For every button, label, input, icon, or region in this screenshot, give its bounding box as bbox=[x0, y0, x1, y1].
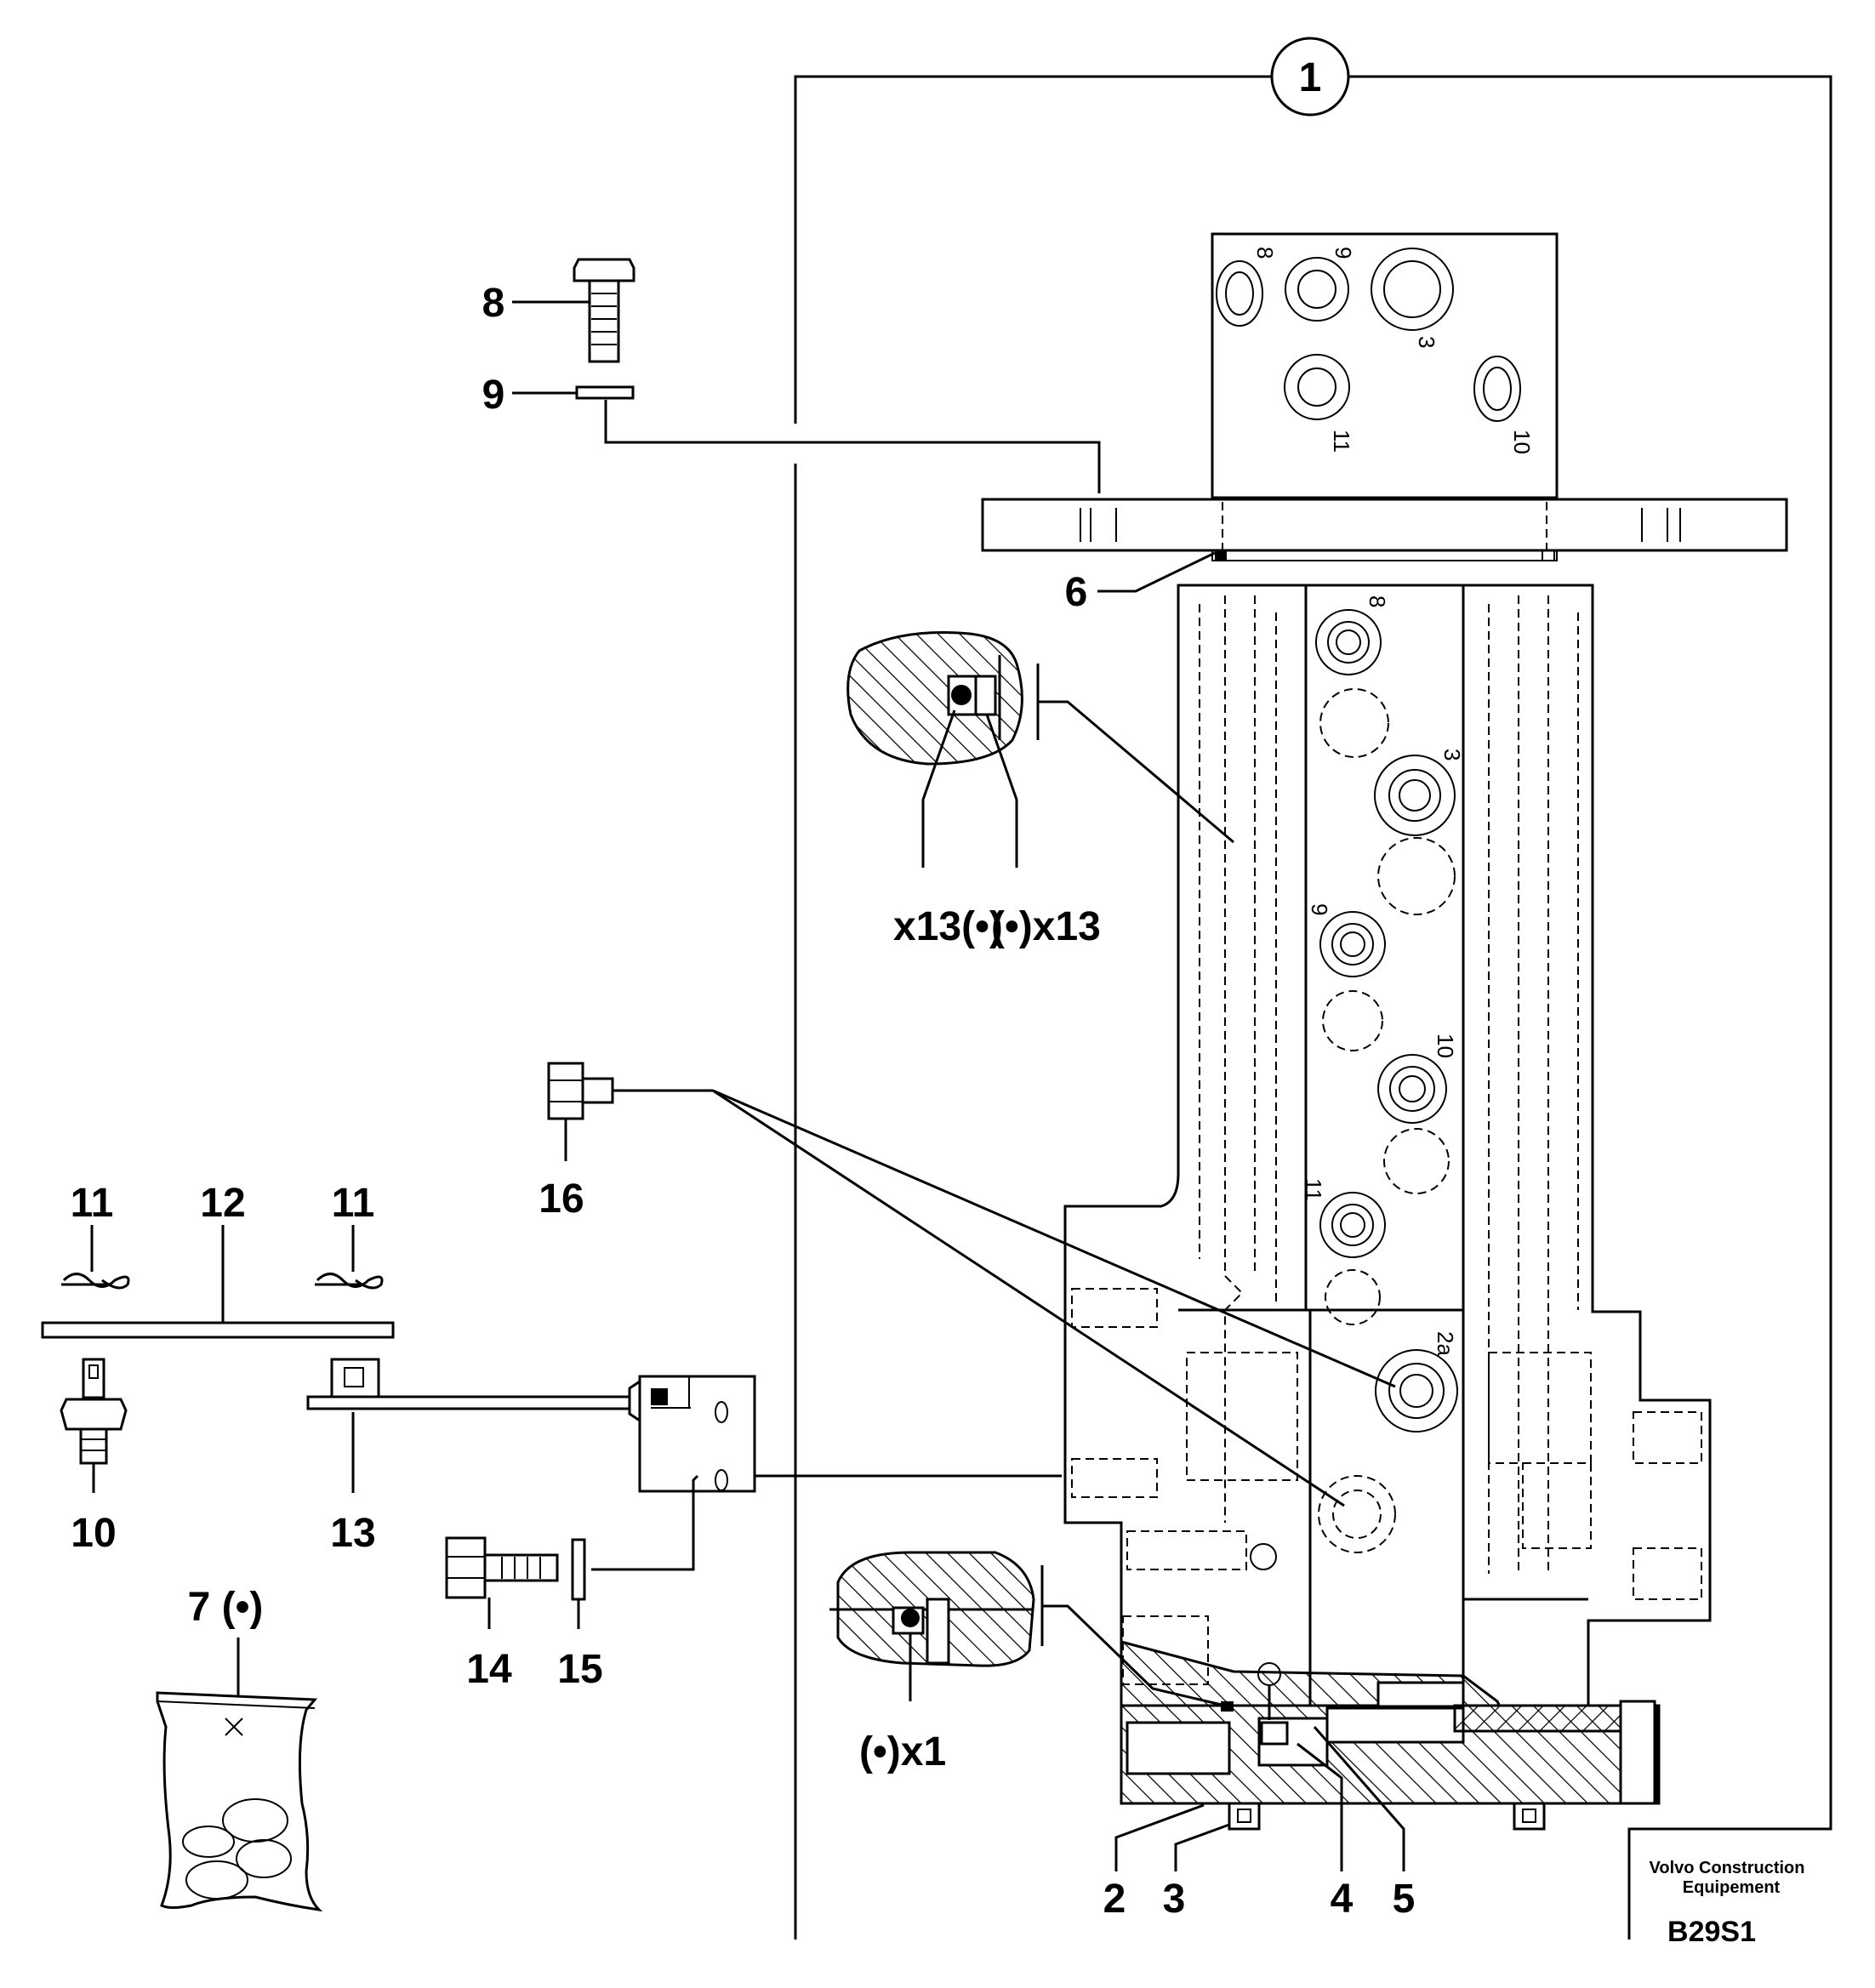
side-port-3: 3 bbox=[1439, 749, 1465, 760]
washer-9: 9 bbox=[482, 373, 1101, 493]
screw-14: 14 bbox=[445, 1536, 559, 1692]
group-number-circle bbox=[1270, 37, 1350, 117]
seal-callout-x1: (•)x1 bbox=[859, 1729, 946, 1774]
sensor-strip-12: 12 bbox=[41, 1181, 395, 1339]
callout-11-right: 11 bbox=[332, 1181, 375, 1226]
port-mark-10: 10 bbox=[1509, 430, 1535, 454]
port-mark-3: 3 bbox=[1414, 336, 1439, 348]
callout-2: 2 bbox=[1103, 1877, 1126, 1922]
sensor-10: 10 bbox=[60, 1358, 128, 1556]
valve-body: 8 3 9 10 11 2a bbox=[1063, 584, 1712, 1803]
seal-kit-bag-7: 7 (•) bbox=[156, 1585, 323, 1912]
group-frame: 1 bbox=[794, 37, 1832, 1940]
bolt-8: 8 bbox=[482, 258, 635, 363]
sensor-13: 13 bbox=[306, 1358, 1062, 1571]
bottom-callouts: 2 3 4 5 bbox=[1103, 1726, 1416, 1922]
side-port-10: 10 bbox=[1433, 1034, 1458, 1058]
washer-15: 15 bbox=[557, 1538, 603, 1692]
callout-7: 7 (•) bbox=[188, 1585, 264, 1630]
maker-line-2: Equipement bbox=[1683, 1878, 1781, 1897]
callout-12: 12 bbox=[200, 1181, 245, 1226]
side-port-11: 11 bbox=[1301, 1178, 1326, 1201]
callout-16: 16 bbox=[539, 1176, 584, 1222]
callout-5: 5 bbox=[1393, 1877, 1416, 1922]
clip-11-left: 11 bbox=[61, 1181, 130, 1290]
seal-ring-6: 6 bbox=[1065, 551, 1216, 615]
cover-block: 8 9 3 11 10 bbox=[1211, 232, 1559, 499]
side-port-9: 9 bbox=[1307, 903, 1332, 915]
callout-14: 14 bbox=[466, 1647, 512, 1692]
group-number: 1 bbox=[1299, 55, 1322, 100]
seal-callout-x13-right: (•)x13 bbox=[991, 904, 1101, 949]
port-mark-8: 8 bbox=[1252, 247, 1278, 259]
seal-callout-x13-left: x13(•) bbox=[893, 904, 1003, 949]
callout-9: 9 bbox=[482, 373, 505, 418]
callout-10: 10 bbox=[71, 1511, 116, 1556]
port-mark-9: 9 bbox=[1331, 247, 1356, 259]
callout-3: 3 bbox=[1163, 1877, 1186, 1922]
seal-detail-lower: (•)x1 bbox=[829, 1551, 1226, 1774]
drawing-code: B29S1 bbox=[1667, 1916, 1756, 1948]
base-section bbox=[1120, 1640, 1661, 1831]
callout-4: 4 bbox=[1331, 1877, 1354, 1922]
flange-plate bbox=[981, 498, 1788, 561]
seal-detail-upper: x13(•) (•)x13 bbox=[846, 631, 1234, 949]
callout-15: 15 bbox=[557, 1647, 602, 1692]
callout-11-left: 11 bbox=[71, 1181, 114, 1226]
plug-16: 16 bbox=[539, 1062, 1396, 1507]
side-port-8: 8 bbox=[1365, 595, 1390, 607]
callout-8: 8 bbox=[482, 281, 505, 326]
callout-13: 13 bbox=[330, 1511, 375, 1556]
maker-line-1: Volvo Construction bbox=[1650, 1859, 1805, 1877]
clip-11-right: 11 bbox=[315, 1181, 384, 1290]
side-port-2a: 2a bbox=[1433, 1331, 1458, 1356]
port-mark-11: 11 bbox=[1329, 430, 1354, 453]
callout-6: 6 bbox=[1065, 570, 1088, 615]
footer: Volvo Construction Equipement B29S1 bbox=[1650, 1859, 1805, 1948]
